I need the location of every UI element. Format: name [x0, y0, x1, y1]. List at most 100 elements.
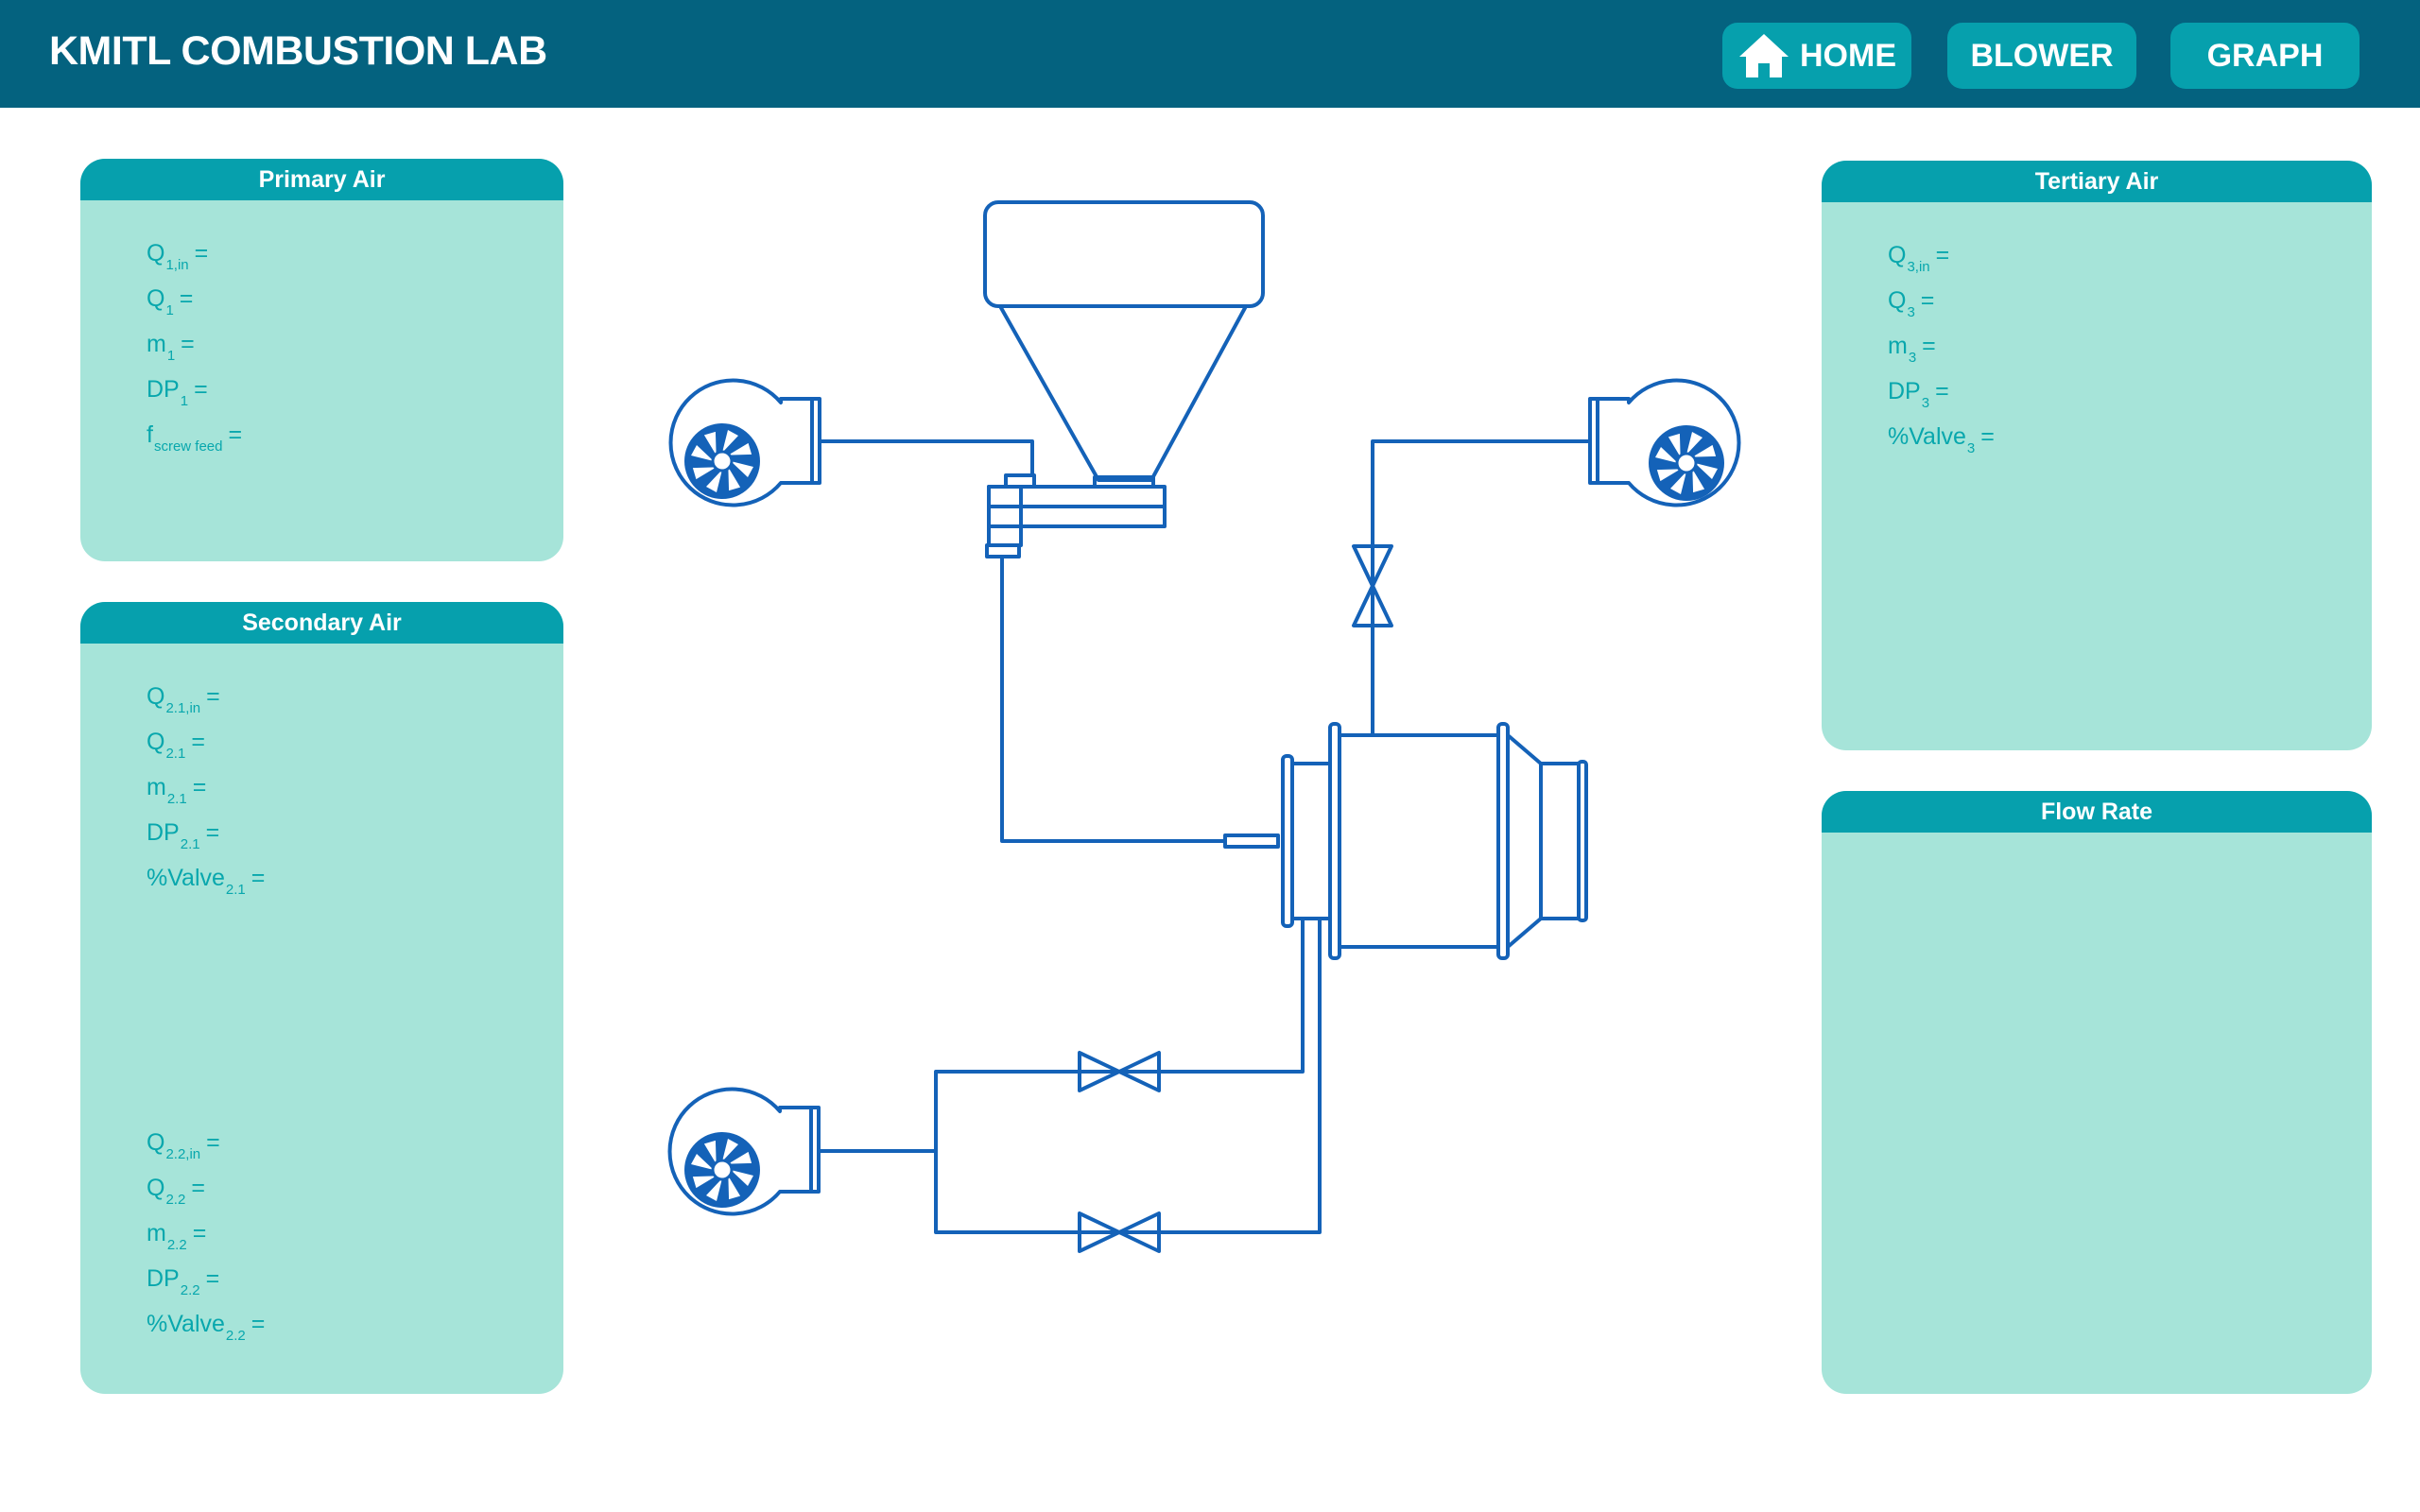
param-subscript: 2.1 [166, 791, 187, 807]
param-equals: = [228, 421, 243, 448]
param-subscript: 3,in [1907, 259, 1930, 275]
param-row: DP3 = [1888, 372, 2004, 418]
param-subscript: 2.1 [165, 746, 186, 762]
graph-button-label: GRAPH [2206, 37, 2324, 74]
param-symbol: m [147, 331, 166, 357]
param-symbol: f [147, 421, 153, 448]
param-row: m2.1 = [147, 768, 274, 814]
param-subscript: 2.1 [180, 836, 200, 852]
param-equals: = [194, 376, 208, 403]
secondary-air-blower [667, 1087, 821, 1216]
param-equals: = [251, 1311, 266, 1337]
hopper [983, 200, 1265, 489]
tertiary-air-title: Tertiary Air [1822, 161, 2372, 202]
tertiary-air-blower [1588, 378, 1741, 507]
param-symbol: %Valve [147, 1311, 225, 1337]
screw-feeder [985, 473, 1167, 558]
blower-button[interactable]: BLOWER [1947, 23, 2136, 89]
param-row: Q1 = [147, 280, 251, 325]
param-symbol: DP [1888, 378, 1921, 404]
param-subscript: 2.2 [166, 1237, 187, 1253]
param-equals: = [205, 1265, 220, 1292]
param-subscript: 1 [165, 302, 174, 318]
param-symbol: DP [147, 819, 180, 846]
param-equals: = [1922, 333, 1936, 359]
param-row: m2.2 = [147, 1214, 274, 1260]
param-symbol: m [147, 1220, 166, 1246]
param-row: Q3,in = [1888, 236, 2004, 282]
param-row: Q3 = [1888, 282, 2004, 327]
param-equals: = [179, 285, 194, 312]
secondary-air-params-group-2: Q2.2,in=Q2.2=m2.2=DP2.2=%Valve2.2= [147, 1124, 274, 1350]
flow-rate-panel: Flow Rate [1822, 791, 2372, 1394]
param-subscript: 3 [1966, 440, 1976, 456]
param-equals: = [1920, 287, 1935, 314]
fuel-feed-pipe [1000, 557, 1225, 843]
param-subscript: 3 [1907, 304, 1915, 320]
param-symbol: Q [147, 729, 165, 755]
secondary-air-title: Secondary Air [80, 602, 563, 644]
param-subscript: 3 [1921, 395, 1930, 411]
param-row: DP2.2= [147, 1260, 274, 1305]
param-equals: = [192, 1220, 207, 1246]
secondary-air-line-2-1 [934, 919, 1305, 1151]
param-equals: = [191, 729, 205, 755]
tertiary-air-valve [1352, 544, 1393, 627]
param-symbol: Q [1888, 287, 1907, 314]
param-symbol: %Valve [147, 865, 225, 891]
param-equals: = [1980, 423, 1995, 450]
param-symbol: Q [147, 285, 165, 312]
param-equals: = [206, 1129, 220, 1156]
param-symbol: Q [147, 1175, 165, 1201]
param-symbol: Q [147, 240, 165, 266]
param-subscript: 1,in [165, 257, 189, 273]
secondary-air-params-group-1: Q2.1,in=Q2.1=m2.1=DP2.1=%Valve2.1= [147, 678, 274, 904]
param-row: DP2.1= [147, 814, 274, 859]
param-row: %Valve2.2 = [147, 1305, 274, 1350]
param-row: %Valve3= [1888, 418, 2004, 463]
param-row: %Valve2.1= [147, 859, 274, 904]
param-symbol: Q [1888, 242, 1907, 268]
tertiary-air-params: Q3,in=Q3=m3=DP3=%Valve3= [1888, 236, 2004, 463]
param-subscript: screw feed [153, 438, 223, 455]
tertiary-air-pipe [1371, 439, 1590, 735]
param-row: Q2.2= [147, 1169, 274, 1214]
param-equals: = [181, 331, 195, 357]
param-row: Q2.2,in = [147, 1124, 274, 1169]
home-button[interactable]: HOME [1722, 23, 1911, 89]
param-symbol: Q [147, 1129, 165, 1156]
param-subscript: 1 [180, 393, 189, 409]
param-symbol: DP [147, 376, 180, 403]
param-subscript: 2.2,in [165, 1146, 201, 1162]
param-symbol: m [1888, 333, 1908, 359]
primary-air-params: Q1,in=Q1=m1=DP1=fscrew feed= [147, 234, 251, 461]
secondary-air-panel: Secondary Air Q2.1,in=Q2.1=m2.1=DP2.1=%V… [80, 602, 563, 1394]
home-button-label: HOME [1800, 37, 1896, 74]
param-subscript: 2.2 [180, 1282, 200, 1298]
primary-air-blower [668, 378, 821, 507]
param-subscript: 2.2 [225, 1328, 246, 1344]
param-equals: = [206, 683, 220, 710]
param-equals: = [1935, 242, 1950, 268]
home-icon [1739, 34, 1789, 77]
secondary-air-line-2-2 [934, 919, 1322, 1234]
param-equals: = [192, 774, 207, 800]
param-row: m3 = [1888, 327, 2004, 372]
param-subscript: 3 [1908, 350, 1917, 366]
param-row: fscrew feed = [147, 416, 251, 461]
tertiary-air-panel: Tertiary Air Q3,in=Q3=m3=DP3=%Valve3= [1822, 161, 2372, 750]
param-subscript: 2.1,in [165, 700, 201, 716]
param-subscript: 1 [166, 348, 176, 364]
param-equals: = [1935, 378, 1949, 404]
primary-air-pipe [820, 439, 1034, 475]
param-symbol: m [147, 774, 166, 800]
param-subscript: 2.1 [225, 882, 246, 898]
top-bar: KMITL COMBUSTION LAB HOME BLOWER GRAPH [0, 0, 2420, 108]
graph-button[interactable]: GRAPH [2170, 23, 2360, 89]
param-equals: = [194, 240, 209, 266]
secondary-air-valve-2-1 [1078, 1051, 1161, 1092]
primary-air-title: Primary Air [80, 159, 563, 200]
param-row: m1 = [147, 325, 251, 370]
param-row: Q1,in = [147, 234, 251, 280]
